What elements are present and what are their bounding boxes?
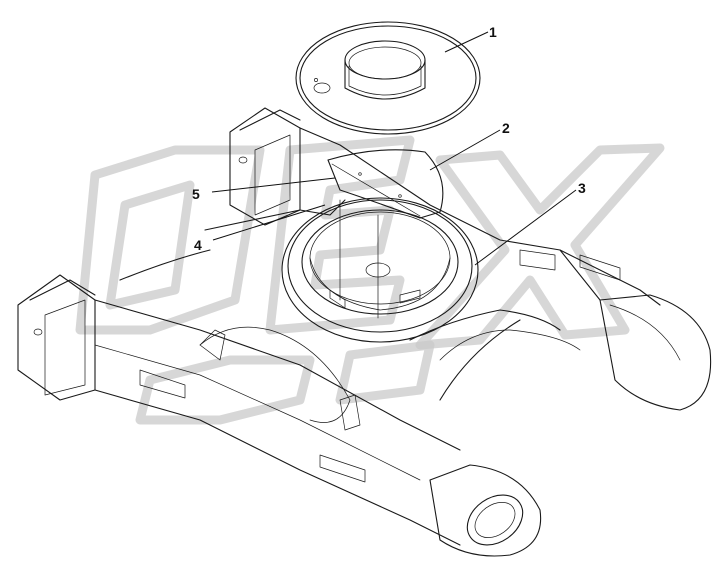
callout-label-2: 2: [502, 120, 510, 136]
callout-label-1: 1: [489, 24, 497, 40]
callout-3: 3: [474, 180, 586, 266]
callout-2: 2: [429, 120, 510, 171]
callout-label-4: 4: [194, 237, 202, 253]
part-2-half-plate: [327, 149, 444, 219]
part-1-cover-plate: [295, 21, 481, 135]
slewing-ring: [281, 197, 479, 343]
watermark-logo: [75, 135, 665, 425]
track-frame: [17, 107, 712, 557]
callout-label-5: 5: [192, 186, 200, 202]
callout-5: 5: [192, 177, 336, 202]
callout-1: 1: [444, 24, 497, 53]
callout-4: 4: [194, 204, 326, 253]
callout-label-3: 3: [578, 180, 586, 196]
